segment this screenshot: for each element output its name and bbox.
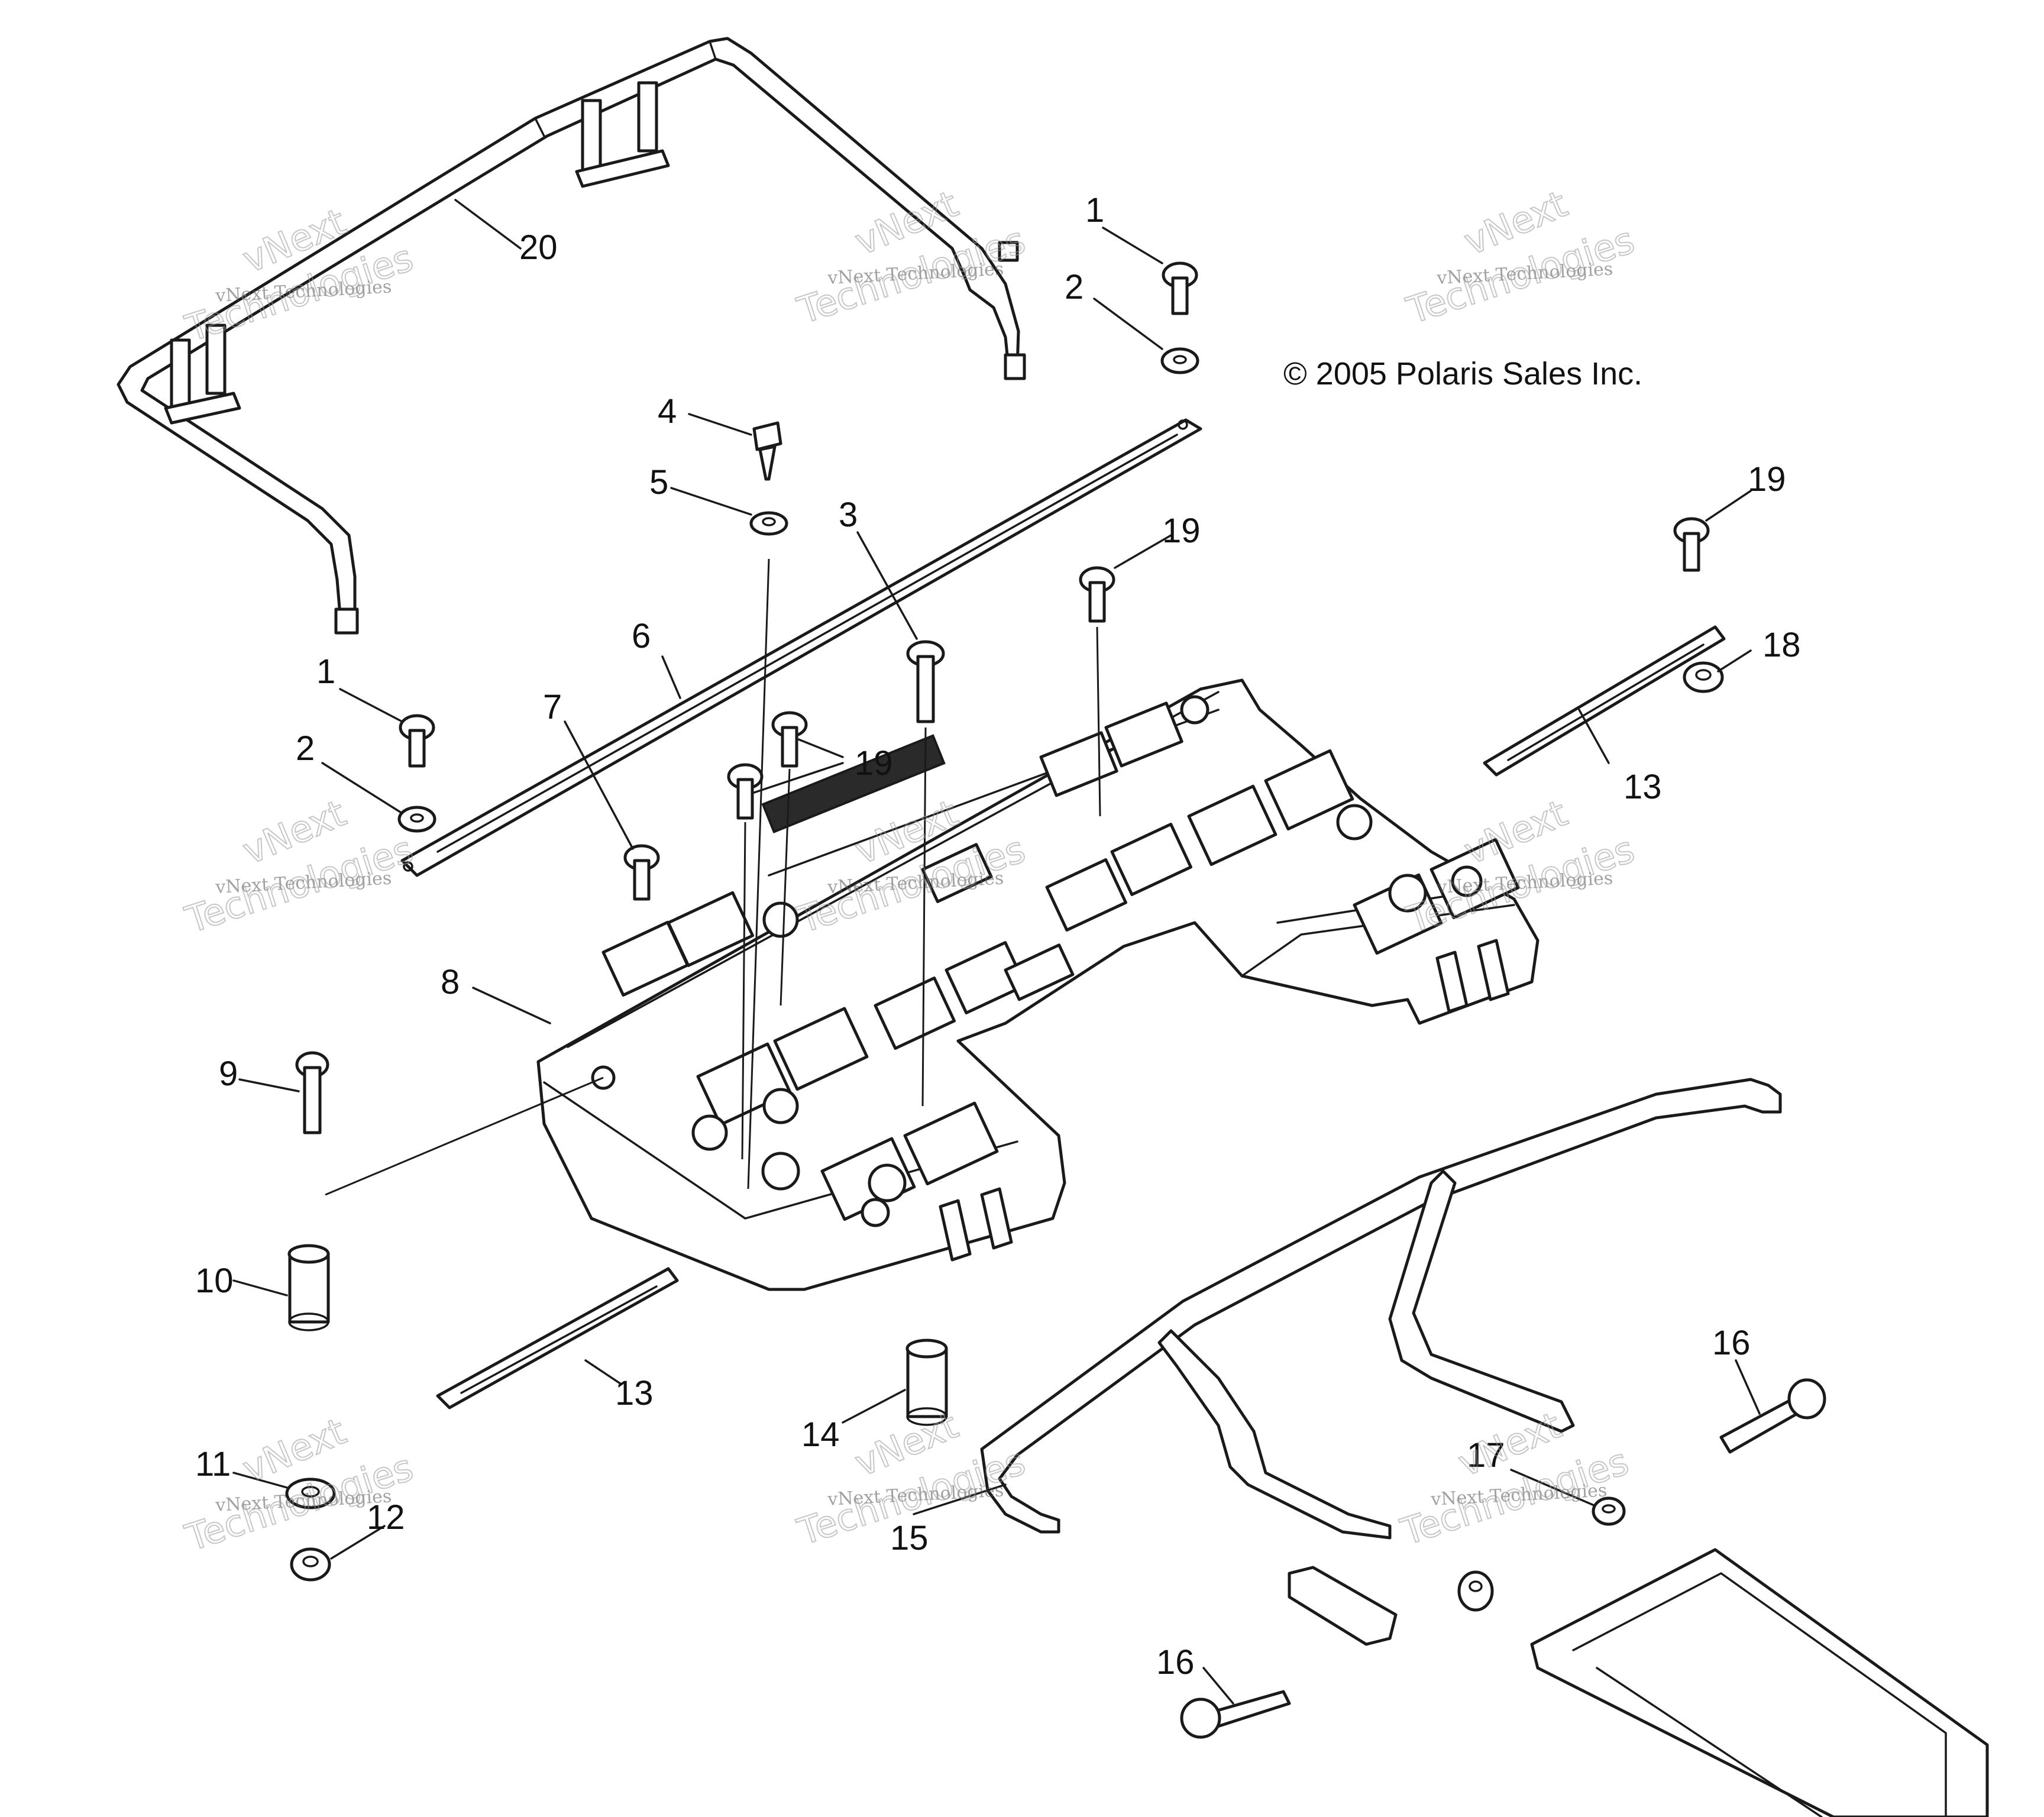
callout-5: 5 xyxy=(649,463,668,502)
lower-frame-15 xyxy=(980,1078,1782,1540)
callout-19: 19 xyxy=(855,744,893,783)
screw-4 xyxy=(752,421,782,481)
washer-2-left xyxy=(397,806,436,833)
bolt-19-center xyxy=(1079,566,1115,623)
washer-5 xyxy=(749,511,788,536)
callout-labels: 20 1 2 4 5 3 19 19 18 13 6 1 7 19 2 8 9 … xyxy=(195,191,1801,1682)
callout-14: 14 xyxy=(801,1415,840,1454)
bolt-16-upper xyxy=(1719,1378,1826,1454)
grommet-17 xyxy=(1457,1570,1494,1612)
bolt-7 xyxy=(623,844,660,901)
callout-2: 2 xyxy=(1065,268,1084,306)
spacer-10 xyxy=(287,1244,330,1331)
callout-1: 1 xyxy=(316,652,335,691)
callout-2: 2 xyxy=(296,729,315,768)
callout-10: 10 xyxy=(195,1262,234,1300)
callout-18: 18 xyxy=(1762,626,1801,664)
copyright-notice: © 2005 Polaris Sales Inc. xyxy=(1283,356,1642,392)
bolt-1-left xyxy=(399,714,435,768)
bolt-1-top xyxy=(1162,261,1198,315)
bolt-19-right xyxy=(1673,517,1710,572)
bolt-16-lower xyxy=(1180,1690,1291,1739)
watermark: vNext vNext Technologies Technologies xyxy=(180,791,419,942)
washer-2-top xyxy=(1160,347,1199,374)
spacer-14 xyxy=(905,1338,948,1426)
callout-13: 13 xyxy=(1623,768,1662,806)
guide-lines xyxy=(325,558,1101,1196)
base-frame xyxy=(1530,1548,1989,1817)
nut-18 xyxy=(1683,661,1724,693)
nut-12 xyxy=(290,1547,331,1582)
callout-11: 11 xyxy=(195,1445,231,1483)
nut-17 xyxy=(1592,1496,1626,1526)
copyright-text: © 2005 Polaris Sales Inc. xyxy=(1283,356,1642,392)
bracket-plate xyxy=(1288,1566,1398,1646)
callout-8: 8 xyxy=(441,963,460,1001)
small-strip-13-right xyxy=(1483,625,1726,777)
side-strip-6 xyxy=(400,418,1202,877)
callout-19: 19 xyxy=(1162,512,1201,550)
leader-lines xyxy=(232,199,1761,1705)
bolt-19-pair xyxy=(727,711,808,820)
callout-13: 13 xyxy=(615,1374,654,1412)
callout-7: 7 xyxy=(543,688,562,726)
callout-1: 1 xyxy=(1085,191,1104,229)
watermark: vNext vNext Technologies Technologies xyxy=(1395,1403,1634,1554)
callout-9: 9 xyxy=(219,1055,238,1093)
washer-11 xyxy=(285,1477,336,1509)
callout-15: 15 xyxy=(890,1519,929,1557)
callout-3: 3 xyxy=(839,496,858,534)
rack-panel-8 xyxy=(536,678,1540,1291)
callout-16: 16 xyxy=(1156,1643,1195,1682)
callout-6: 6 xyxy=(632,617,651,655)
callout-20: 20 xyxy=(519,228,558,267)
callout-19: 19 xyxy=(1748,460,1786,499)
watermark: vNext vNext Technologies Technologies xyxy=(1401,182,1640,333)
callout-12: 12 xyxy=(367,1498,405,1537)
rack-bar-20 xyxy=(117,37,1026,635)
small-strip-13-left xyxy=(436,1267,679,1409)
bolt-3 xyxy=(906,640,945,723)
callout-17: 17 xyxy=(1467,1436,1505,1475)
callout-16: 16 xyxy=(1712,1324,1751,1362)
bolt-9 xyxy=(295,1051,329,1134)
callout-4: 4 xyxy=(658,392,677,431)
